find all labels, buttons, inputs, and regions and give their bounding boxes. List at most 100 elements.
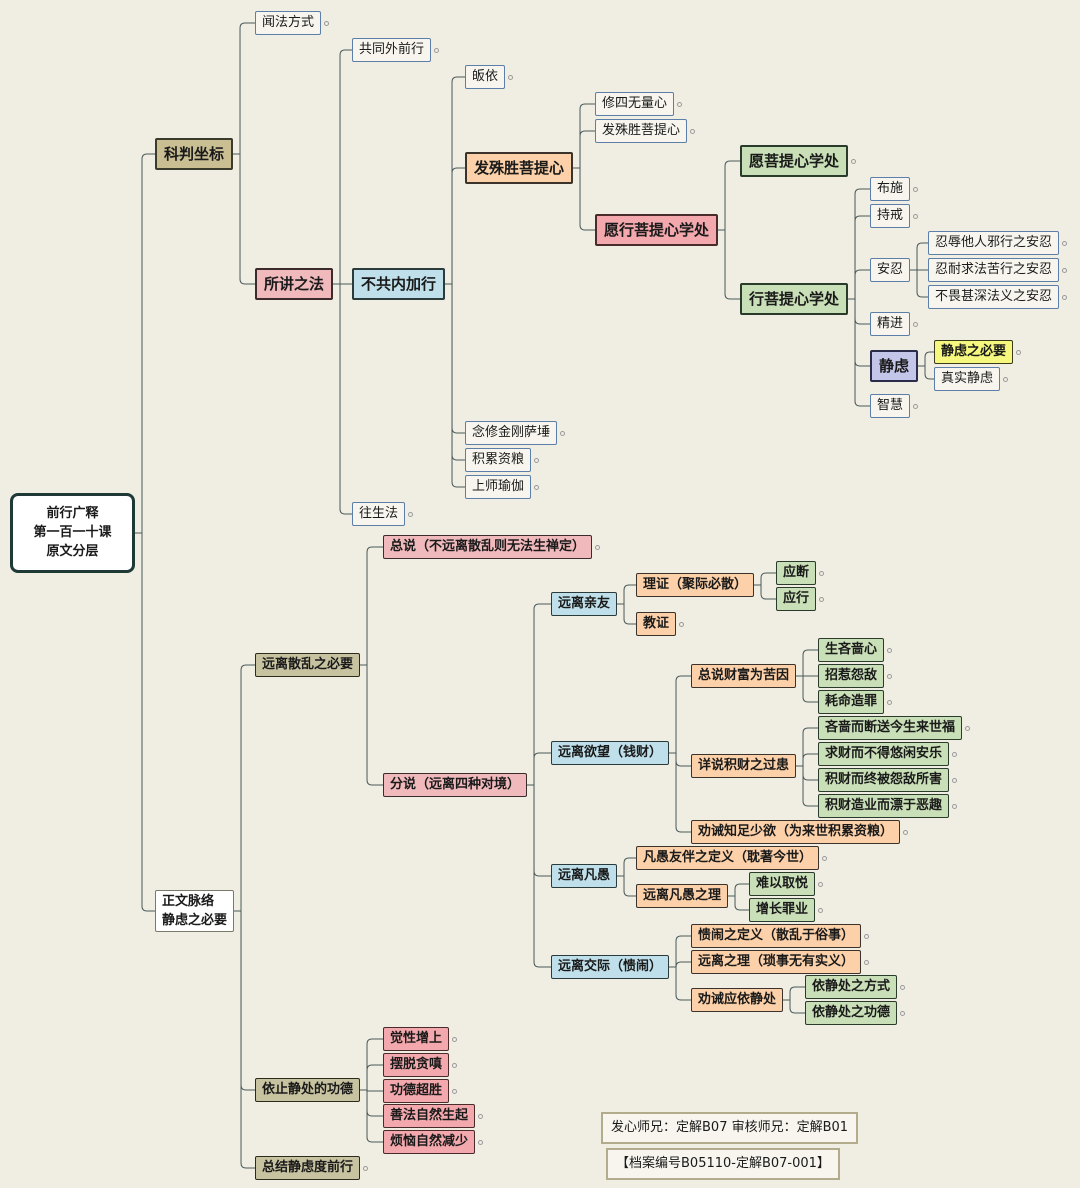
node-zhihui[interactable]: 智慧	[870, 394, 911, 418]
expand-toggle-icon[interactable]	[819, 596, 825, 602]
expand-toggle-icon[interactable]	[903, 829, 909, 835]
expand-toggle-icon[interactable]	[965, 725, 971, 731]
node-fangshi[interactable]: 依静处之方式	[805, 975, 898, 999]
node-zongcai[interactable]: 总说财富为苦因	[691, 664, 797, 688]
node-wenfa[interactable]: 闻法方式	[255, 11, 322, 35]
node-bushi[interactable]: 布施	[870, 177, 911, 201]
expand-toggle-icon[interactable]	[452, 1036, 458, 1042]
node-jicaiye[interactable]: 积财造业而漂于恶趣	[818, 794, 950, 818]
expand-toggle-icon[interactable]	[913, 186, 919, 192]
expand-toggle-icon[interactable]	[452, 1088, 458, 1094]
node-jiaozheng[interactable]: 教证	[636, 612, 677, 636]
expand-toggle-icon[interactable]	[900, 984, 906, 990]
expand-toggle-icon[interactable]	[679, 621, 685, 627]
node-nianxiu[interactable]: 念修金刚萨埵	[465, 421, 558, 445]
expand-toggle-icon[interactable]	[819, 570, 825, 576]
node-guiyi[interactable]: 皈依	[465, 65, 506, 89]
node-suojiang[interactable]: 所讲之法	[255, 268, 334, 300]
expand-toggle-icon[interactable]	[864, 933, 870, 939]
expand-toggle-icon[interactable]	[1062, 240, 1068, 246]
node-qinyou[interactable]: 远离亲友	[551, 592, 618, 616]
node-lizheng[interactable]: 理证（聚际必散）	[636, 573, 755, 597]
node-anren1[interactable]: 忍辱他人邪行之安忍	[928, 231, 1060, 255]
expand-toggle-icon[interactable]	[560, 430, 566, 436]
node-qiucai[interactable]: 求财而不得悠闲安乐	[818, 742, 950, 766]
expand-toggle-icon[interactable]	[478, 1113, 484, 1119]
node-anren[interactable]: 安忍	[870, 258, 911, 282]
expand-toggle-icon[interactable]	[864, 959, 870, 965]
expand-toggle-icon[interactable]	[822, 855, 828, 861]
expand-toggle-icon[interactable]	[690, 128, 696, 134]
expand-toggle-icon[interactable]	[952, 803, 958, 809]
expand-toggle-icon[interactable]	[1062, 267, 1068, 273]
node-zhenshi[interactable]: 真实静虑	[934, 367, 1001, 391]
node-zhengwen[interactable]: 正文脉络 静虑之必要	[155, 890, 235, 932]
node-shanfa[interactable]: 善法自然生起	[383, 1104, 476, 1128]
node-zhaore[interactable]: 招惹怨敌	[818, 664, 885, 688]
node-juexing[interactable]: 觉性增上	[383, 1027, 450, 1051]
node-yingduan[interactable]: 应断	[776, 561, 817, 585]
node-quanjie2[interactable]: 劝诫应依静处	[691, 988, 784, 1012]
expand-toggle-icon[interactable]	[1016, 349, 1022, 355]
expand-toggle-icon[interactable]	[913, 213, 919, 219]
expand-toggle-icon[interactable]	[952, 751, 958, 757]
node-xiangshuo[interactable]: 详说积财之过患	[691, 754, 797, 778]
node-gongtong[interactable]: 共同外前行	[352, 38, 432, 62]
node-xingpu[interactable]: 行菩提心学处	[740, 283, 849, 315]
expand-toggle-icon[interactable]	[887, 699, 893, 705]
node-fenshuo[interactable]: 分说（远离四种对境）	[383, 773, 528, 797]
expand-toggle-icon[interactable]	[818, 881, 824, 887]
node-fashu2[interactable]: 发殊胜菩提心	[595, 119, 688, 143]
expand-toggle-icon[interactable]	[478, 1139, 484, 1145]
node-gongde[interactable]: 依静处之功德	[805, 1001, 898, 1025]
node-gongdechao[interactable]: 功德超胜	[383, 1079, 450, 1103]
node-jiaoji[interactable]: 远离交际（愦闹）	[551, 955, 670, 979]
node-anren2[interactable]: 忍耐求法苦行之安忍	[928, 258, 1060, 282]
node-zengzhang[interactable]: 增长罪业	[749, 898, 816, 922]
node-yuanli[interactable]: 远离散乱之必要	[255, 653, 361, 677]
expand-toggle-icon[interactable]	[595, 544, 601, 550]
expand-toggle-icon[interactable]	[324, 20, 330, 26]
expand-toggle-icon[interactable]	[900, 1010, 906, 1016]
node-yuwang[interactable]: 远离欲望（钱财）	[551, 741, 670, 765]
node-jingjin[interactable]: 精进	[870, 312, 911, 336]
node-fanyuli[interactable]: 远离凡愚之理	[636, 884, 729, 908]
node-yingxing[interactable]: 应行	[776, 587, 817, 611]
node-yuanpu[interactable]: 愿菩提心学处	[740, 145, 849, 177]
node-fannao[interactable]: 烦恼自然减少	[383, 1130, 476, 1154]
node-bixu[interactable]: 静虑之必要	[934, 340, 1014, 364]
expand-toggle-icon[interactable]	[408, 511, 414, 517]
node-nanyi[interactable]: 难以取悦	[749, 872, 816, 896]
node-yuanxing[interactable]: 愿行菩提心学处	[595, 214, 719, 246]
node-fashu[interactable]: 发殊胜菩提心	[465, 152, 574, 184]
node-wangsheng[interactable]: 往生法	[352, 502, 406, 526]
expand-toggle-icon[interactable]	[677, 101, 683, 107]
node-zongjie[interactable]: 总结静虑度前行	[255, 1156, 361, 1180]
root-node[interactable]: 前行广释 第一百一十课 原文分层	[10, 493, 135, 573]
node-jinglv[interactable]: 静虑	[870, 350, 919, 382]
node-kuinao[interactable]: 愦闹之定义（散乱于俗事）	[691, 924, 862, 948]
node-baituo[interactable]: 摆脱贪嗔	[383, 1053, 450, 1077]
expand-toggle-icon[interactable]	[887, 673, 893, 679]
node-xiusi[interactable]: 修四无量心	[595, 92, 675, 116]
node-zongshuo[interactable]: 总说（不远离散乱则无法生禅定）	[383, 535, 593, 559]
node-kepan[interactable]: 科判坐标	[155, 138, 234, 170]
expand-toggle-icon[interactable]	[887, 647, 893, 653]
node-shangshi[interactable]: 上师瑜伽	[465, 475, 532, 499]
node-fanyu[interactable]: 远离凡愚	[551, 864, 618, 888]
node-quanjie[interactable]: 劝诫知足少欲（为来世积累资粮）	[691, 820, 901, 844]
node-bugong[interactable]: 不共内加行	[352, 268, 446, 300]
expand-toggle-icon[interactable]	[913, 403, 919, 409]
node-chijie[interactable]: 持戒	[870, 204, 911, 228]
expand-toggle-icon[interactable]	[1062, 294, 1068, 300]
expand-toggle-icon[interactable]	[818, 907, 824, 913]
expand-toggle-icon[interactable]	[1003, 376, 1009, 382]
expand-toggle-icon[interactable]	[534, 457, 540, 463]
node-anren3[interactable]: 不畏甚深法义之安忍	[928, 285, 1060, 309]
node-fanyudef[interactable]: 凡愚友伴之定义（耽著今世）	[636, 846, 820, 870]
expand-toggle-icon[interactable]	[851, 158, 857, 164]
expand-toggle-icon[interactable]	[363, 1165, 369, 1171]
node-haoming[interactable]: 耗命造罪	[818, 690, 885, 714]
node-yizhi[interactable]: 依止静处的功德	[255, 1078, 361, 1102]
expand-toggle-icon[interactable]	[508, 74, 514, 80]
